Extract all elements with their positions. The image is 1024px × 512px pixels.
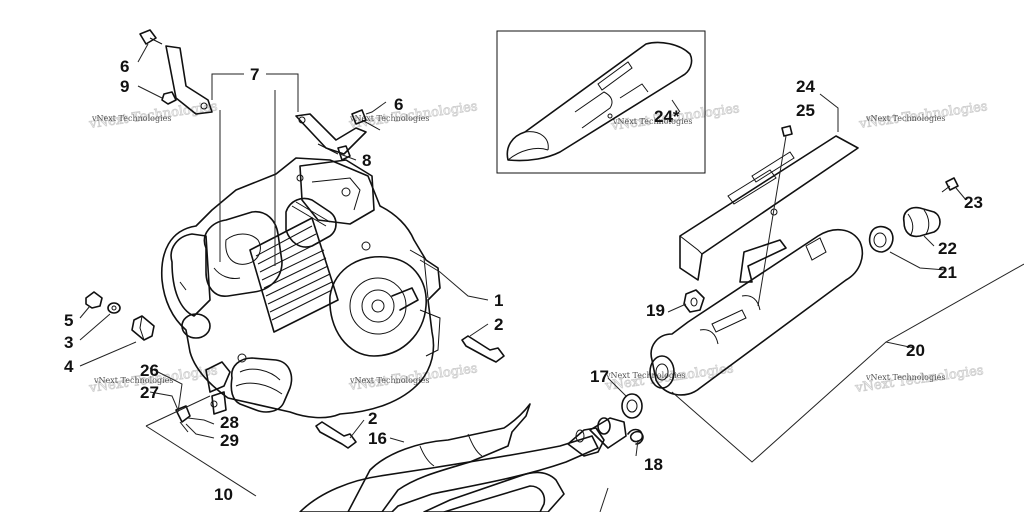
- watermark-text: vNext Technologies: [91, 114, 171, 123]
- left-hardware: [85, 291, 231, 433]
- heat-shield-alt: [506, 41, 693, 162]
- muffler-assembly: [621, 125, 959, 445]
- callout-labels: 1 2 2 3 4 5 6 6 7 8 9 10 16 17 18 19 20 …: [64, 57, 983, 504]
- inset-frame: [496, 30, 706, 174]
- bracket-left: [165, 45, 213, 115]
- bolts-2: [315, 335, 505, 449]
- watermark-text: vNext Technologies: [612, 117, 692, 126]
- bolt-2-lower: [315, 421, 357, 449]
- callout-22: 22: [938, 239, 957, 258]
- header-pipe-10: [299, 435, 599, 512]
- watermark-text: vNext Technologies: [605, 371, 685, 380]
- gasket-17: [621, 393, 643, 419]
- cylinder-head: [203, 210, 283, 297]
- muffler-bracket: [739, 239, 787, 283]
- callout-24: 24: [796, 77, 815, 96]
- callout-26: 26: [140, 361, 159, 380]
- callout-2: 2: [368, 409, 377, 428]
- callout-1: 1: [494, 291, 503, 310]
- nut-5: [85, 291, 103, 309]
- callout-29: 29: [220, 431, 239, 450]
- watermark-text: vNext Technologies: [93, 376, 173, 385]
- spring-18: [627, 428, 644, 445]
- callout-7: 7: [250, 65, 259, 84]
- callout-18: 18: [644, 455, 663, 474]
- watermark-text: vNext Technologies: [865, 373, 945, 382]
- callout-6: 6: [120, 57, 129, 76]
- callout-17: 17: [590, 367, 609, 386]
- intake-boot: [285, 197, 337, 248]
- callout-19: 19: [646, 301, 665, 320]
- engine-crankcase: [160, 157, 441, 419]
- watermark-text: vNext Technologies: [349, 376, 429, 385]
- exhaust-headers: [299, 403, 627, 512]
- bolt-25: [781, 125, 793, 137]
- callout-20: 20: [906, 341, 925, 360]
- bolt-6-left: [139, 29, 157, 45]
- oil-filter: [230, 357, 293, 413]
- callout-27: 27: [140, 383, 159, 402]
- bolt-2-upper: [461, 335, 505, 363]
- watermarks: vNext Technologies vNext Technologies vN…: [87, 99, 989, 397]
- grommet-19: [683, 289, 705, 313]
- engine-assembly: [160, 157, 441, 419]
- bolt-8: [337, 145, 351, 161]
- callout-2: 2: [494, 315, 503, 334]
- watermark-text: vNext Technologies: [865, 114, 945, 123]
- watermark-text: vNext Technologies: [349, 114, 429, 123]
- callout-25: 25: [796, 101, 815, 120]
- muffler-20: [650, 229, 864, 396]
- heat-shield-inset: [496, 30, 706, 174]
- pipe-joint: [589, 417, 627, 449]
- clamp-21: [868, 225, 894, 253]
- callout-16: 16: [368, 429, 387, 448]
- callout-3: 3: [64, 333, 73, 352]
- cylinder-fins: [249, 217, 339, 333]
- callout-5: 5: [64, 311, 73, 330]
- header-pipe-16: [347, 403, 531, 512]
- callout-24-star: 24*: [654, 107, 680, 126]
- leader-lines: [79, 43, 1024, 512]
- nut-9: [161, 91, 177, 105]
- callout-4: 4: [64, 357, 74, 376]
- engine-brackets: [139, 29, 381, 161]
- heat-shield-24: [679, 135, 859, 281]
- bolt-6-right: [351, 109, 367, 125]
- callout-21: 21: [938, 263, 957, 282]
- callout-10: 10: [214, 485, 233, 504]
- callout-28: 28: [220, 413, 239, 432]
- callout-23: 23: [964, 193, 983, 212]
- washer-3: [107, 302, 121, 314]
- callout-8: 8: [362, 151, 371, 170]
- callout-9: 9: [120, 77, 129, 96]
- clutch-cover: [329, 256, 427, 357]
- spark-arrestor-22: [902, 206, 941, 238]
- callout-6: 6: [394, 95, 403, 114]
